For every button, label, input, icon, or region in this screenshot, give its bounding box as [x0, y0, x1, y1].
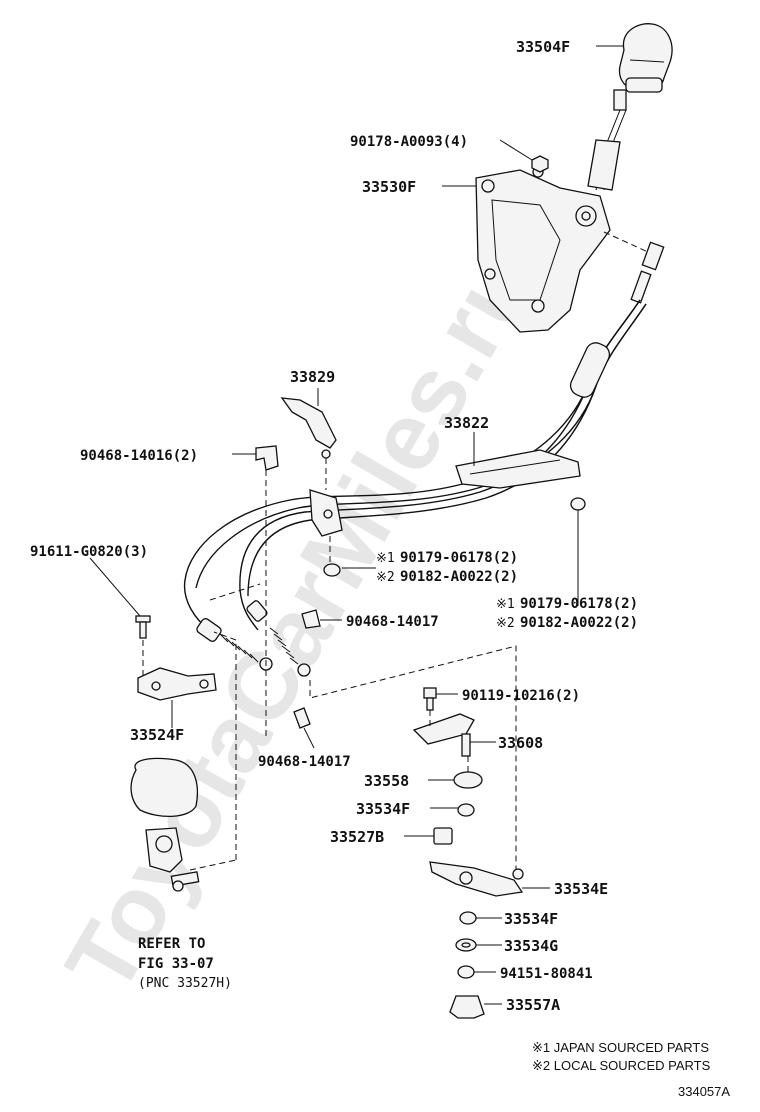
label-90468-14017-mid: 90468-14017	[346, 614, 439, 630]
shift-lever-rod	[587, 89, 627, 191]
label-90179-06178-right: 90179-06178(2)	[520, 596, 638, 612]
arm-33534e	[429, 861, 524, 897]
legend-local: ※2 LOCAL SOURCED PARTS	[532, 1058, 711, 1073]
label-90119-10216: 90119-10216(2)	[462, 688, 580, 704]
block-33527b	[433, 827, 453, 845]
label-33829: 33829	[290, 368, 335, 386]
nut-housing	[531, 155, 549, 173]
bushing-33534f-lower	[459, 911, 477, 925]
nut-right	[570, 497, 586, 511]
cap-33557a	[449, 995, 485, 1019]
nut-94151	[457, 965, 475, 979]
label-90179-06178-mid: 90179-06178(2)	[400, 550, 518, 566]
label-90182-a0022-mid: 90182-A0022(2)	[400, 569, 518, 585]
bushing-33558	[453, 771, 483, 789]
clip-low	[293, 707, 311, 729]
figure-id: 334057A	[678, 1084, 730, 1099]
label-33822: 33822	[444, 414, 489, 432]
shift-knob	[618, 23, 673, 93]
label-33527b: 33527B	[330, 828, 384, 846]
bolt-left	[135, 615, 151, 639]
nut-mid	[323, 563, 341, 577]
label-90468-14016: 90468-14016(2)	[80, 448, 198, 464]
legend-japan: ※1 JAPAN SOURCED PARTS	[532, 1040, 709, 1055]
label-33534f-upper: 33534F	[356, 800, 410, 818]
mark-2-right: ※2	[496, 616, 515, 631]
washer-33534g	[455, 938, 477, 952]
label-94151-80841: 94151-80841	[500, 966, 593, 982]
bolt-lever	[423, 687, 437, 711]
label-33504f: 33504F	[516, 38, 570, 56]
clip-mid	[301, 609, 321, 629]
mark-1-mid: ※1	[376, 551, 395, 566]
refer-line-2: FIG 33-07	[138, 956, 214, 972]
part-labels: 33504F 90178-A0093(4) 33530F 33829 33822…	[30, 38, 730, 1099]
mark-1-right: ※1	[496, 597, 515, 612]
refer-line-1: REFER TO	[138, 936, 205, 952]
label-33534g: 33534G	[504, 937, 558, 955]
label-90182-a0022-right: 90182-A0022(2)	[520, 615, 638, 631]
label-33534f-lower: 33534F	[504, 910, 558, 928]
watermark: ToyotaCarMiles.ru	[46, 238, 554, 1011]
label-33608: 33608	[498, 734, 543, 752]
shift-lever-sub	[412, 713, 475, 757]
label-33558: 33558	[364, 772, 409, 790]
label-33557a: 33557A	[506, 996, 560, 1014]
shift-cables	[183, 299, 647, 677]
shift-lever-housing	[475, 166, 611, 333]
bushing-33534f-upper	[457, 803, 475, 817]
label-90468-14017-low: 90468-14017	[258, 754, 351, 770]
cable-boot-left	[196, 618, 273, 671]
mark-2-mid: ※2	[376, 570, 395, 585]
cable-retainer	[455, 449, 581, 489]
refer-line-3: (PNC 33527H)	[138, 976, 232, 991]
cable-boot-mid	[246, 600, 311, 677]
bracket-left	[137, 667, 217, 701]
leader-lines	[89, 45, 624, 1005]
cable-bracket-mid	[309, 489, 343, 537]
transmission-lever	[130, 757, 200, 892]
bracket-top	[280, 397, 337, 459]
label-90178-a0093: 90178-A0093(4)	[350, 134, 468, 150]
label-33530f: 33530F	[362, 178, 416, 196]
clip-left	[255, 445, 279, 471]
label-91611-g0820: 91611-G0820(3)	[30, 544, 148, 560]
dashed-lines	[142, 231, 649, 871]
cable-end-right	[630, 241, 665, 304]
label-33534e: 33534E	[554, 880, 608, 898]
label-33524f: 33524F	[130, 726, 184, 744]
